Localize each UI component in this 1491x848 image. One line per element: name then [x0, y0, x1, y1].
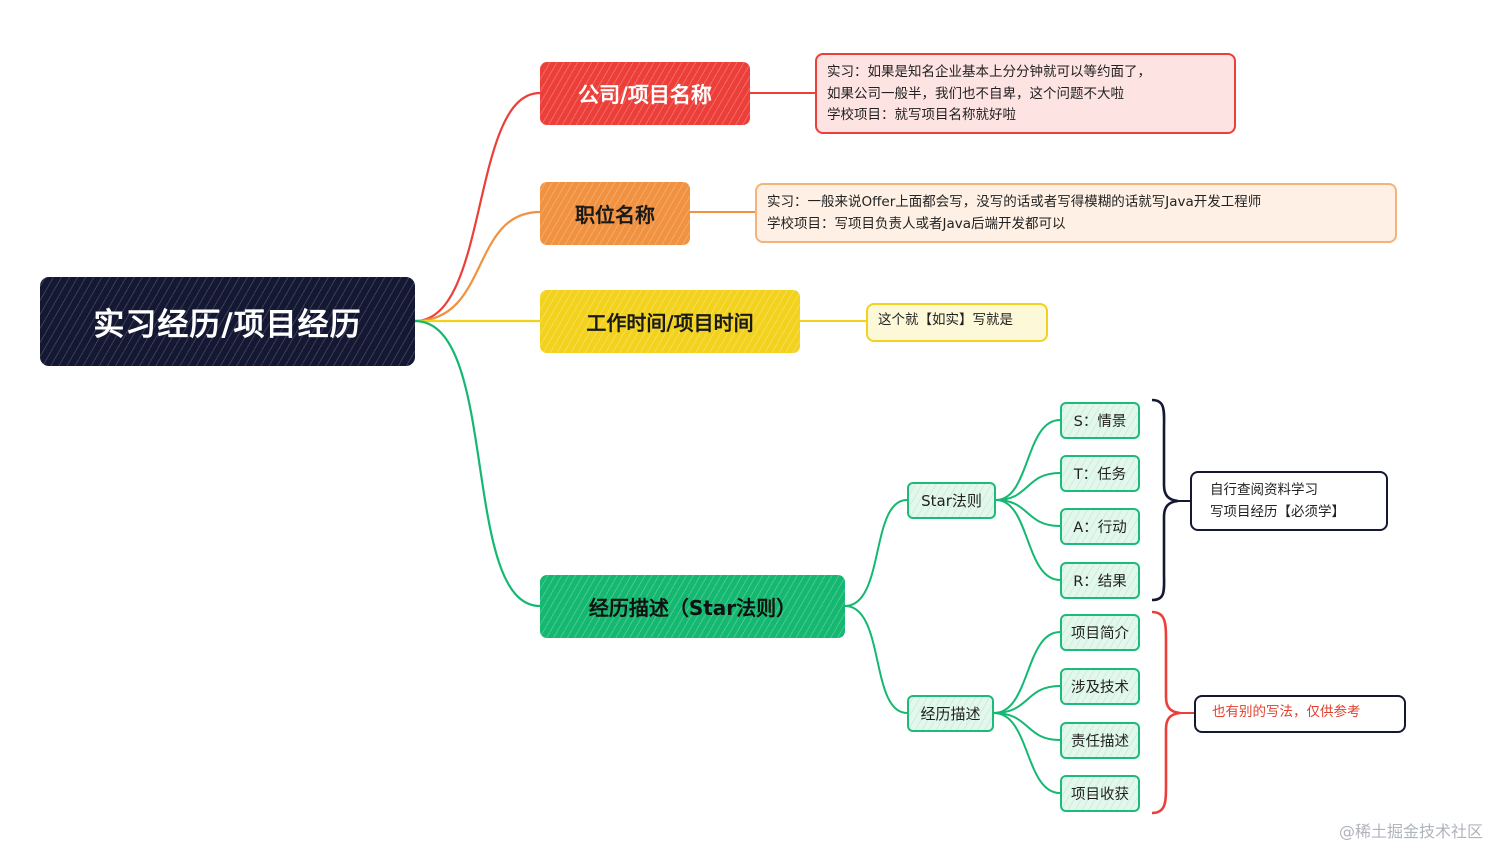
- connector-desc-exp: [844, 605, 908, 714]
- exp-item-label: 项目简介: [1071, 626, 1129, 642]
- connector-root-description: [414, 319, 541, 608]
- watermark: @稀土掘金技术社区: [1338, 822, 1483, 841]
- position-note: 实习：一般来说Offer上面都会写，没写的话或者写得模糊的话就写Java开发工程…: [755, 183, 1397, 243]
- connector-root-company: [414, 91, 541, 323]
- connector-root-position: [414, 210, 541, 323]
- note-line: 也有别的写法，仅供参考: [1212, 704, 1361, 720]
- star-item-s[interactable]: S：情景: [1060, 402, 1140, 439]
- star-item-label: R：结果: [1073, 574, 1127, 590]
- note-line: 如果公司一般半，我们也不自卑，这个问题不大啦: [827, 85, 1124, 102]
- brace-exp: [1151, 610, 1181, 815]
- star-item-r[interactable]: R：结果: [1060, 562, 1140, 599]
- branch-description-node[interactable]: 经历描述（Star法则）: [540, 575, 845, 638]
- exp-desc-node[interactable]: 经历描述: [907, 695, 994, 732]
- exp-item-responsibility[interactable]: 责任描述: [1060, 722, 1140, 759]
- exp-item-label: 项目收获: [1071, 787, 1129, 803]
- star-item-t[interactable]: T：任务: [1060, 455, 1140, 492]
- star-item-label: T：任务: [1073, 467, 1127, 483]
- company-note: 实习：如果是知名企业基本上分分钟就可以等约面了， 如果公司一般半，我们也不自卑，…: [815, 53, 1236, 134]
- star-note: 自行查阅资料学习 写项目经历【必须学】: [1190, 471, 1388, 531]
- branch-description-label: 经历描述（Star法则）: [588, 596, 797, 620]
- exp-item-gains[interactable]: 项目收获: [1060, 775, 1140, 812]
- star-item-label: A：行动: [1073, 520, 1127, 536]
- branch-time-node[interactable]: 工作时间/项目时间: [540, 290, 800, 353]
- branch-company-node[interactable]: 公司/项目名称: [540, 62, 750, 125]
- note-line: 实习：一般来说Offer上面都会写，没写的话或者写得模糊的话就写Java开发工程…: [767, 194, 1262, 210]
- note-line: 学校项目：就写项目名称就好啦: [827, 107, 1016, 123]
- exp-item-intro[interactable]: 项目简介: [1060, 614, 1140, 651]
- brace-star: [1151, 398, 1179, 602]
- exp-desc-label: 经历描述: [920, 705, 981, 723]
- star-method-label: Star法则: [921, 492, 982, 510]
- note-line: 自行查阅资料学习: [1210, 482, 1318, 498]
- branch-position-label: 职位名称: [575, 203, 655, 227]
- branch-time-label: 工作时间/项目时间: [586, 311, 754, 335]
- note-line: 这个就【如实】写就是: [878, 312, 1013, 328]
- root-label: 实习经历/项目经历: [93, 307, 362, 343]
- exp-item-label: 责任描述: [1071, 734, 1129, 750]
- connector-desc-star: [844, 499, 908, 607]
- note-line: 实习：如果是知名企业基本上分分钟就可以等约面了，: [827, 64, 1151, 80]
- exp-item-label: 涉及技术: [1071, 680, 1129, 696]
- note-line: 写项目经历【必须学】: [1210, 503, 1345, 520]
- star-item-label: S：情景: [1073, 414, 1127, 430]
- exp-note: 也有别的写法，仅供参考: [1194, 695, 1406, 733]
- star-method-node[interactable]: Star法则: [907, 482, 996, 519]
- note-line: 学校项目：写项目负责人或者Java后端开发都可以: [767, 215, 1066, 232]
- time-note: 这个就【如实】写就是: [866, 303, 1048, 342]
- branch-company-label: 公司/项目名称: [578, 82, 712, 107]
- exp-item-tech[interactable]: 涉及技术: [1060, 668, 1140, 705]
- branch-position-node[interactable]: 职位名称: [540, 182, 690, 245]
- star-item-a[interactable]: A：行动: [1060, 508, 1140, 545]
- root-node[interactable]: 实习经历/项目经历: [40, 277, 415, 366]
